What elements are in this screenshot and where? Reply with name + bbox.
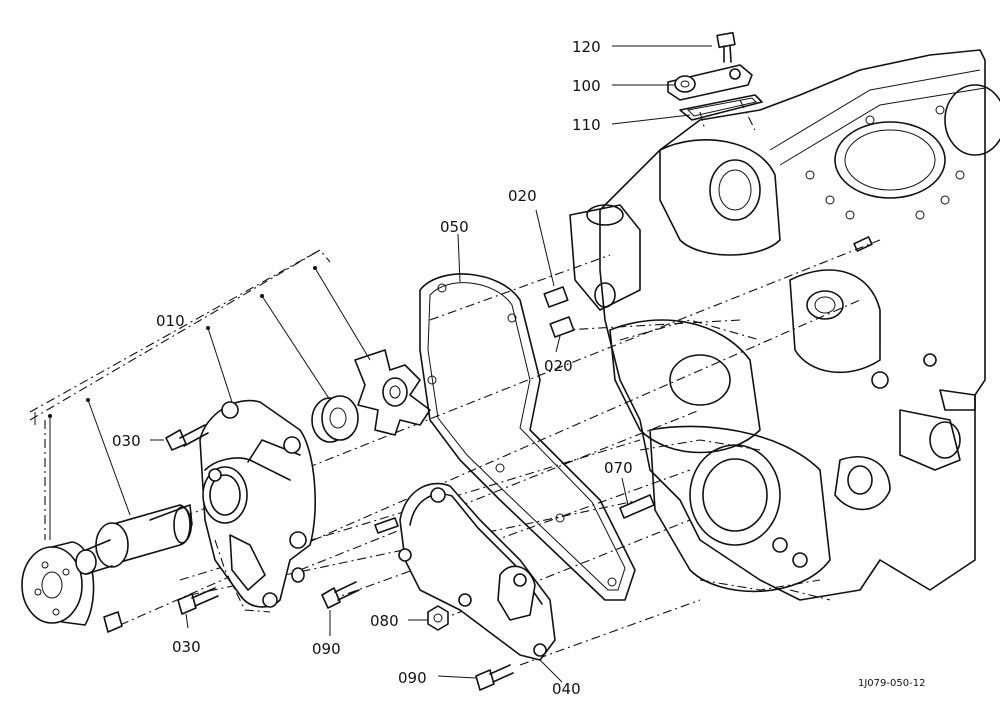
engine-block [569,49,1000,601]
outlet-bolt [716,31,736,63]
bolt-090-bottom [475,664,514,691]
mechanical-seal [311,395,359,443]
callout-110: 110 [572,116,601,134]
callout-020-upper: 020 [508,187,537,205]
callout-040: 040 [552,680,581,698]
shaft-bearing [75,504,193,575]
nut-080 [427,605,449,631]
callout-100: 100 [572,77,601,95]
callout-090-left: 090 [312,640,341,658]
dowel-pin-upper [543,286,569,308]
impeller [354,349,431,436]
callout-070: 070 [604,459,633,477]
leader-lines [150,45,712,683]
pump-body [199,399,316,613]
callout-090-bottom: 090 [398,669,427,687]
outlet-gasket [679,94,763,121]
drawing-code: 1J079-050-12 [858,678,925,689]
long-bolt [103,611,123,633]
stud-pump [374,517,399,534]
callout-020-lower: 020 [544,357,573,375]
callout-050: 050 [440,218,469,236]
bolt-090-left [321,581,360,609]
outlet-flange [667,64,753,101]
washer-small [291,567,305,583]
stud-070 [619,494,655,519]
callout-030-upper: 030 [112,432,141,450]
callout-010: 010 [156,312,185,330]
pump-cover [398,482,556,661]
water-pump-assembly [21,349,431,626]
pump-gasket [419,273,636,601]
pulley-flange [21,541,95,626]
bolt-030-lower [177,587,219,615]
callout-080: 080 [370,612,399,630]
callout-labels: 120 100 110 020 020 050 010 030 030 070 … [112,38,633,698]
dowel-pin-lower [549,316,575,338]
bolt-030-upper [165,424,209,451]
assembly-bracket-010 [29,249,371,540]
callout-120: 120 [572,38,601,56]
callout-030-lower: 030 [172,638,201,656]
